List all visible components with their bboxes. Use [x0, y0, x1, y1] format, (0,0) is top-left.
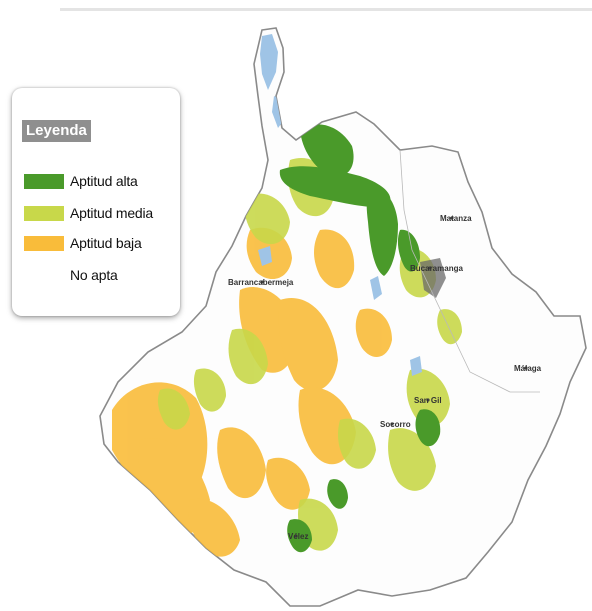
legend-item-media: Aptitud media	[24, 202, 153, 224]
top-divider	[60, 8, 592, 11]
legend-swatch-media	[24, 205, 64, 221]
town-label-matanza: Matanza	[440, 214, 472, 223]
legend-panel: Leyenda Aptitud alta Aptitud media Aptit…	[12, 88, 180, 316]
water-bodies	[258, 34, 422, 376]
town-label-barrancabermeja: Barrancabermeja	[228, 278, 294, 287]
zone-alta	[279, 124, 441, 553]
legend-label: Aptitud media	[70, 205, 154, 221]
town-markers	[260, 216, 528, 538]
legend-swatch-alta	[24, 173, 64, 189]
internal-boundary	[399, 149, 540, 393]
legend-swatch-baja	[24, 235, 64, 251]
legend-label: No apta	[70, 267, 118, 283]
legend-swatch-no-apta	[24, 267, 64, 283]
town-label-san-gil: San Gil	[414, 396, 442, 405]
town-label-socorro: Socorro	[380, 420, 411, 429]
legend-item-no-apta: No apta	[24, 264, 118, 286]
legend-label: Aptitud baja	[70, 235, 142, 251]
town-label-malaga: Málaga	[514, 364, 542, 373]
legend-label: Aptitud alta	[70, 173, 138, 189]
legend-item-baja: Aptitud baja	[24, 232, 142, 254]
town-label-velez: Vélez	[288, 532, 309, 541]
legend-title: Leyenda	[22, 120, 91, 142]
town-label-bucaramanga: Bucaramanga	[410, 264, 463, 273]
legend-item-alta: Aptitud alta	[24, 170, 138, 192]
city-area	[420, 258, 446, 298]
